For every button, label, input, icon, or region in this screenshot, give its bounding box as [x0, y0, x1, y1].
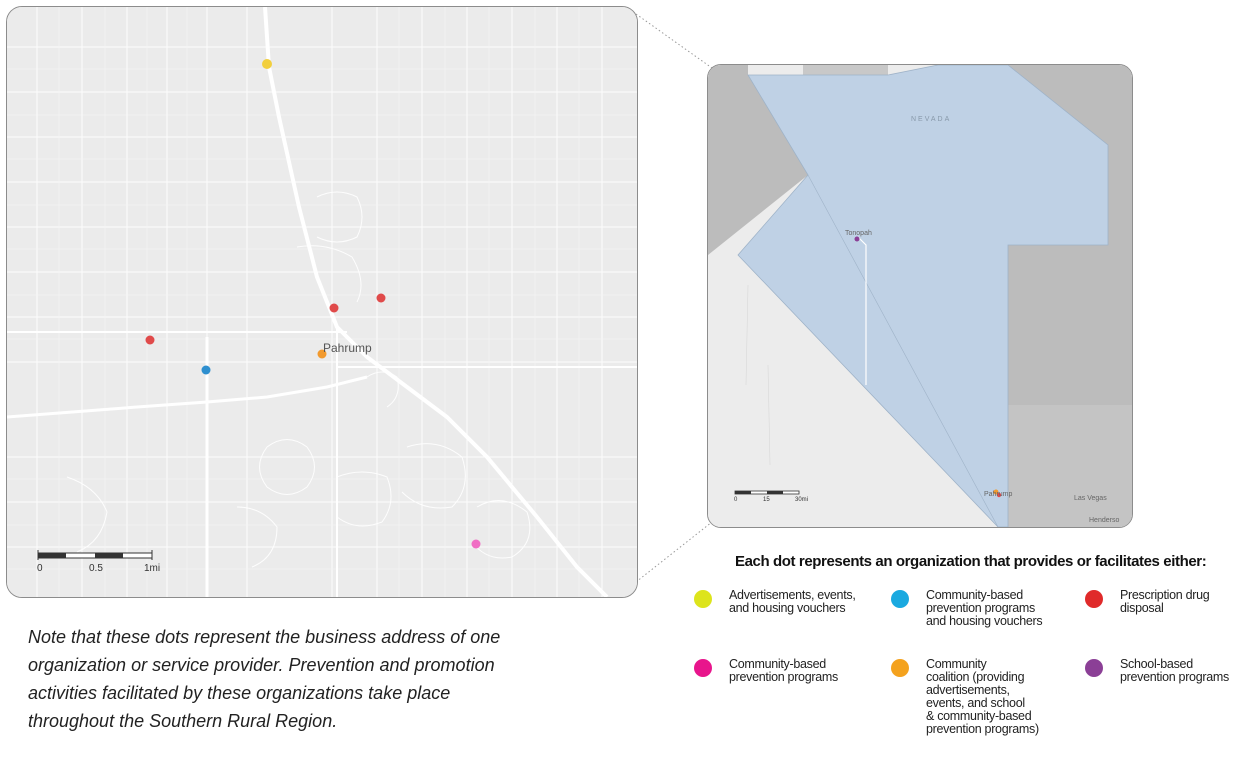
- legend-label: Community-based prevention programs and …: [926, 588, 1043, 628]
- map-note: Note that these dots represent the busin…: [28, 623, 628, 735]
- map-dot[interactable]: [376, 293, 386, 303]
- legend-label: Community-based prevention programs: [729, 657, 838, 684]
- inset-scale-tick: 30mi: [795, 497, 809, 503]
- legend-label: Advertisements, events, and housing vouc…: [729, 588, 856, 615]
- note-line: activities facilitated by these organiza…: [28, 683, 451, 703]
- city-label-henderson: Henderso: [1089, 517, 1120, 524]
- inset-dot[interactable]: [996, 492, 1002, 498]
- county-region: [737, 65, 1109, 527]
- legend-item-community-based: Community-based prevention programs: [694, 658, 838, 684]
- map-dot[interactable]: [317, 349, 327, 359]
- minor-streets: [7, 7, 637, 597]
- scale-tick: 1mi: [144, 563, 161, 574]
- city-label-tonopah: Tonopah: [845, 230, 872, 237]
- legend-item-advertisements: Advertisements, events, and housing vouc…: [694, 589, 856, 615]
- inset-road: [745, 284, 771, 466]
- town-label-pahrump: Pahrump: [323, 341, 372, 355]
- city-label-las-vegas: Las Vegas: [1074, 495, 1107, 502]
- inset-scale-bar: [734, 490, 800, 495]
- legend-dot: [694, 590, 712, 608]
- legend-item-school-based: School-based prevention programs: [1085, 658, 1229, 684]
- map-dot[interactable]: [145, 335, 155, 345]
- highway: [263, 7, 609, 597]
- legend-title: Each dot represents an organization that…: [735, 553, 1207, 570]
- inset-dot[interactable]: [854, 236, 860, 242]
- street-grid: [7, 7, 637, 597]
- state-label: NEVADA: [911, 116, 952, 123]
- legend-label: School-based prevention programs: [1120, 657, 1229, 684]
- map-dot[interactable]: [471, 539, 481, 549]
- legend-item-prescription: Prescription drug disposal: [1085, 588, 1210, 615]
- note-line: Note that these dots represent the busin…: [28, 627, 501, 647]
- main-road: [7, 375, 368, 419]
- note-line: organization or service provider. Preven…: [28, 655, 495, 675]
- scale-bar: [37, 550, 153, 560]
- inset-map[interactable]: NEVADA Tonopah Pahrump Las Vegas Henders…: [707, 64, 1133, 528]
- inset-dot[interactable]: [993, 489, 999, 495]
- inset-road: [857, 236, 867, 385]
- legend-dot: [694, 659, 712, 677]
- inset-scale-tick: 15: [763, 497, 770, 503]
- neighbor-region: [1008, 405, 1132, 527]
- map-dot[interactable]: [262, 59, 272, 69]
- subdivision-curves: [66, 191, 531, 568]
- legend-dot: [891, 659, 909, 677]
- street-map: [7, 7, 637, 597]
- legend-label: Community coalition (providing advertise…: [926, 657, 1039, 736]
- legend-dot: [1085, 590, 1103, 608]
- scale-tick: 0.5: [89, 563, 103, 574]
- legend-dot: [891, 590, 909, 608]
- neighbor-region: [803, 65, 888, 75]
- map-dot[interactable]: [329, 303, 339, 313]
- legend-label: Prescription drug disposal: [1120, 588, 1210, 615]
- map-dot[interactable]: [201, 365, 211, 375]
- inset-scale-tick: 0: [734, 497, 738, 503]
- legend-dot: [1085, 659, 1103, 677]
- city-label-pahrump: Pahrump: [984, 491, 1013, 498]
- neighbor-region: [708, 65, 808, 255]
- region-map: [708, 65, 1132, 527]
- county-border: [807, 174, 999, 527]
- legend-item-community-housing: Community-based prevention programs and …: [891, 588, 1043, 628]
- legend-item-coalition: Community coalition (providing advertise…: [891, 658, 1039, 736]
- scale-tick: 0: [37, 563, 43, 574]
- note-line: throughout the Southern Rural Region.: [28, 711, 338, 731]
- main-map[interactable]: Pahrump 0 0.5 1mi: [6, 6, 638, 598]
